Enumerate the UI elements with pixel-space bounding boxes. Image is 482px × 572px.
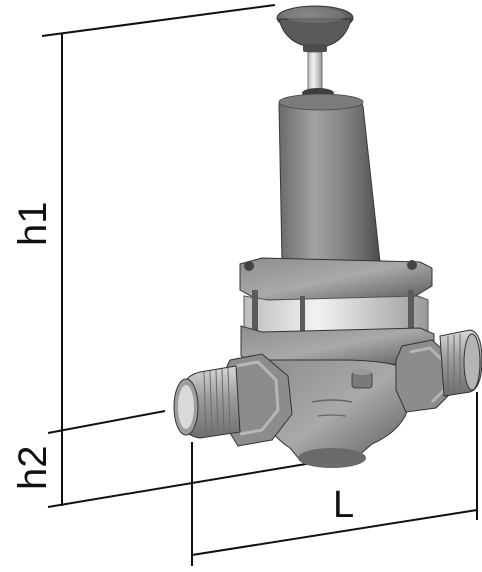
h2-bottom-extension-line (47, 462, 313, 508)
upper-flange (239, 257, 433, 301)
handwheel-knob (276, 5, 354, 52)
right-outlet-connection (439, 329, 482, 397)
h1-label: h1 (11, 202, 55, 247)
spindle (302, 51, 334, 98)
h2-label: h2 (11, 446, 55, 491)
h2-top-extension-line (47, 410, 166, 434)
pressure-reducing-valve (173, 5, 482, 468)
valve-body (261, 359, 411, 468)
h1-top-extension-line (41, 4, 276, 37)
spring-bonnet (278, 93, 381, 279)
L-dimension-line (191, 509, 478, 556)
dimension-lines (41, 4, 478, 566)
left-inlet-connection (173, 365, 241, 439)
L-label: L (333, 484, 354, 526)
